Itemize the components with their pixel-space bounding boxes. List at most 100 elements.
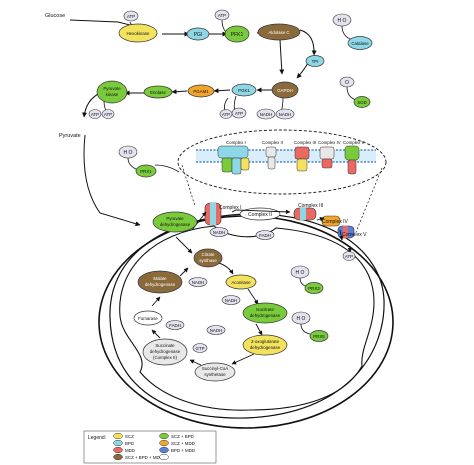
nadh-gapdh-b: NADH: [275, 108, 295, 120]
nadh-tca-2: NADH: [206, 325, 226, 335]
svg-text:Catalase: Catalase: [351, 41, 369, 46]
svg-text:synthase: synthase: [199, 258, 217, 263]
h2o2-prx1: H O: [118, 145, 138, 159]
svg-text:PGI: PGI: [194, 32, 203, 38]
catalase-node: Catalase: [347, 36, 373, 50]
pgam1-node: PGAM1: [187, 84, 215, 98]
svg-text:Fumarase: Fumarase: [138, 316, 158, 321]
svg-text:(Complex II): (Complex II): [153, 355, 177, 360]
legend-title: Legend:: [88, 435, 106, 441]
nadh-gapdh: NADH: [256, 108, 276, 120]
o2-sod: O: [339, 76, 355, 88]
pgi-node: PGI: [186, 27, 210, 41]
svg-text:NADH: NADH: [210, 328, 222, 333]
mito-complex-i: Complex I: [219, 205, 242, 211]
etc-membrane-complexes: [204, 202, 355, 239]
svg-text:FADH: FADH: [169, 323, 181, 328]
legend-swatch: [159, 439, 169, 447]
nadh-tca-1: NADH: [221, 295, 241, 305]
svg-text:synthetase: synthetase: [204, 372, 226, 377]
glycolysis-arrows: [69, 19, 317, 227]
tca-arrows: [151, 209, 353, 368]
atp-complex-v: ATP: [342, 251, 356, 261]
aconitase-node: Aconitase: [225, 274, 257, 290]
fadh2-complex-ii: FADH: [255, 230, 275, 240]
citrate-synthase-node: Citrate synthase: [193, 248, 223, 268]
svg-text:ATP: ATP: [235, 111, 243, 116]
sdh-node: Succinate dehydrogenase (Complex II): [142, 338, 188, 366]
glucose-label: Glucose: [45, 13, 65, 19]
svg-text:ATP: ATP: [345, 254, 353, 259]
prx3-node: PRX3: [304, 282, 324, 294]
svg-text:PRX1: PRX1: [140, 169, 152, 174]
prx1-node: PRX1: [135, 164, 157, 178]
enolase-node: Enolase: [143, 85, 173, 99]
zoom-complex-i-shape: [217, 145, 250, 175]
hexokinase-node: Hexokinase: [118, 23, 158, 43]
atp-pyruvate-kinase-b: ATP: [101, 109, 115, 119]
legend-swatch: [113, 446, 123, 454]
pgk1-node: PGK1: [231, 83, 257, 97]
svg-text:GTP: GTP: [195, 346, 204, 351]
svg-text:dehydrogenase: dehydrogenase: [250, 345, 281, 350]
legend-label: BPD + MDD: [171, 448, 195, 453]
svg-text:ATP: ATP: [104, 112, 112, 117]
zoom-complex-v-shape: [344, 145, 360, 175]
svg-text:Aldolase C: Aldolase C: [268, 30, 289, 35]
svg-text:ATP: ATP: [91, 112, 99, 117]
legend-label: SCZ: [125, 434, 134, 439]
nadh-tca-3: NADH: [188, 277, 208, 287]
legend-swatch: [159, 446, 169, 454]
zoom-complex-iv: Complex IV: [318, 140, 341, 145]
svg-text:2-oxoglutarate: 2-oxoglutarate: [251, 339, 280, 344]
svg-text:PGK1: PGK1: [238, 88, 250, 93]
svg-text:PGAM1: PGAM1: [193, 89, 209, 94]
svg-text:NADH: NADH: [192, 280, 204, 285]
fadh2-tca: FADH: [165, 320, 185, 330]
zoom-complex-ii: Complex II: [262, 140, 283, 145]
succoa-synthetase-node: Succinyl-CoA synthetase: [194, 362, 236, 382]
svg-text:PRX3: PRX3: [308, 286, 320, 291]
svg-text:H O: H O: [124, 150, 133, 156]
atp-pgk1b: ATP: [219, 109, 233, 119]
svg-text:Succinate: Succinate: [155, 343, 175, 348]
mito-complex-iii: Complex III: [298, 203, 323, 209]
gapdh-node: GAPDH: [271, 81, 299, 99]
svg-text:PFK1: PFK1: [231, 32, 244, 38]
fumarase-node: Fumarase: [133, 310, 163, 326]
mdh-node: Malate dehydrogenase: [137, 270, 183, 294]
svg-text:ATP: ATP: [127, 14, 135, 19]
svg-text:Pyruvate: Pyruvate: [103, 86, 121, 91]
sod-node: SOD: [353, 96, 371, 108]
zoom-complex-v: Complex V: [343, 140, 365, 145]
legend-label: SCZ + MDD: [171, 441, 195, 446]
svg-text:ATP: ATP: [222, 112, 230, 117]
pdh-node: Pyruvate dehydrogenase: [152, 211, 198, 233]
svg-text:SOD: SOD: [357, 100, 367, 105]
legend-swatch: [159, 432, 169, 440]
svg-text:dehydrogenase: dehydrogenase: [150, 349, 181, 354]
svg-text:Isocitrate: Isocitrate: [256, 307, 274, 312]
pyruvate-label: Pyruvate: [59, 133, 81, 139]
legend-label: MDD: [125, 448, 135, 453]
tpi-node: TPI: [305, 55, 325, 67]
pyruvate-kinase-node: Pyruvate kinase: [96, 80, 128, 104]
mito-complex-iv: Complex IV: [322, 219, 349, 225]
h2o2-catalase: H O: [332, 13, 352, 27]
prx5-node: PRX5: [309, 330, 329, 342]
nadh-complex-i: NADH: [209, 227, 229, 237]
legend-swatch: [113, 432, 123, 440]
svg-text:Pyruvate: Pyruvate: [166, 216, 184, 221]
svg-text:Citrate: Citrate: [202, 252, 215, 257]
svg-text:H O: H O: [296, 270, 305, 276]
legend-label: SCZ + BPD + MDD: [125, 455, 163, 460]
svg-text:NADH: NADH: [279, 112, 291, 117]
svg-text:dehydrogenase: dehydrogenase: [250, 313, 281, 318]
svg-text:ATP: ATP: [218, 13, 226, 18]
svg-text:kinase: kinase: [106, 92, 119, 97]
gtp-node: GTP: [192, 343, 208, 353]
h2o2-prx5: H O: [291, 311, 311, 325]
zoom-complex-iv-shape: [319, 146, 335, 169]
legend-swatch: [113, 453, 123, 461]
